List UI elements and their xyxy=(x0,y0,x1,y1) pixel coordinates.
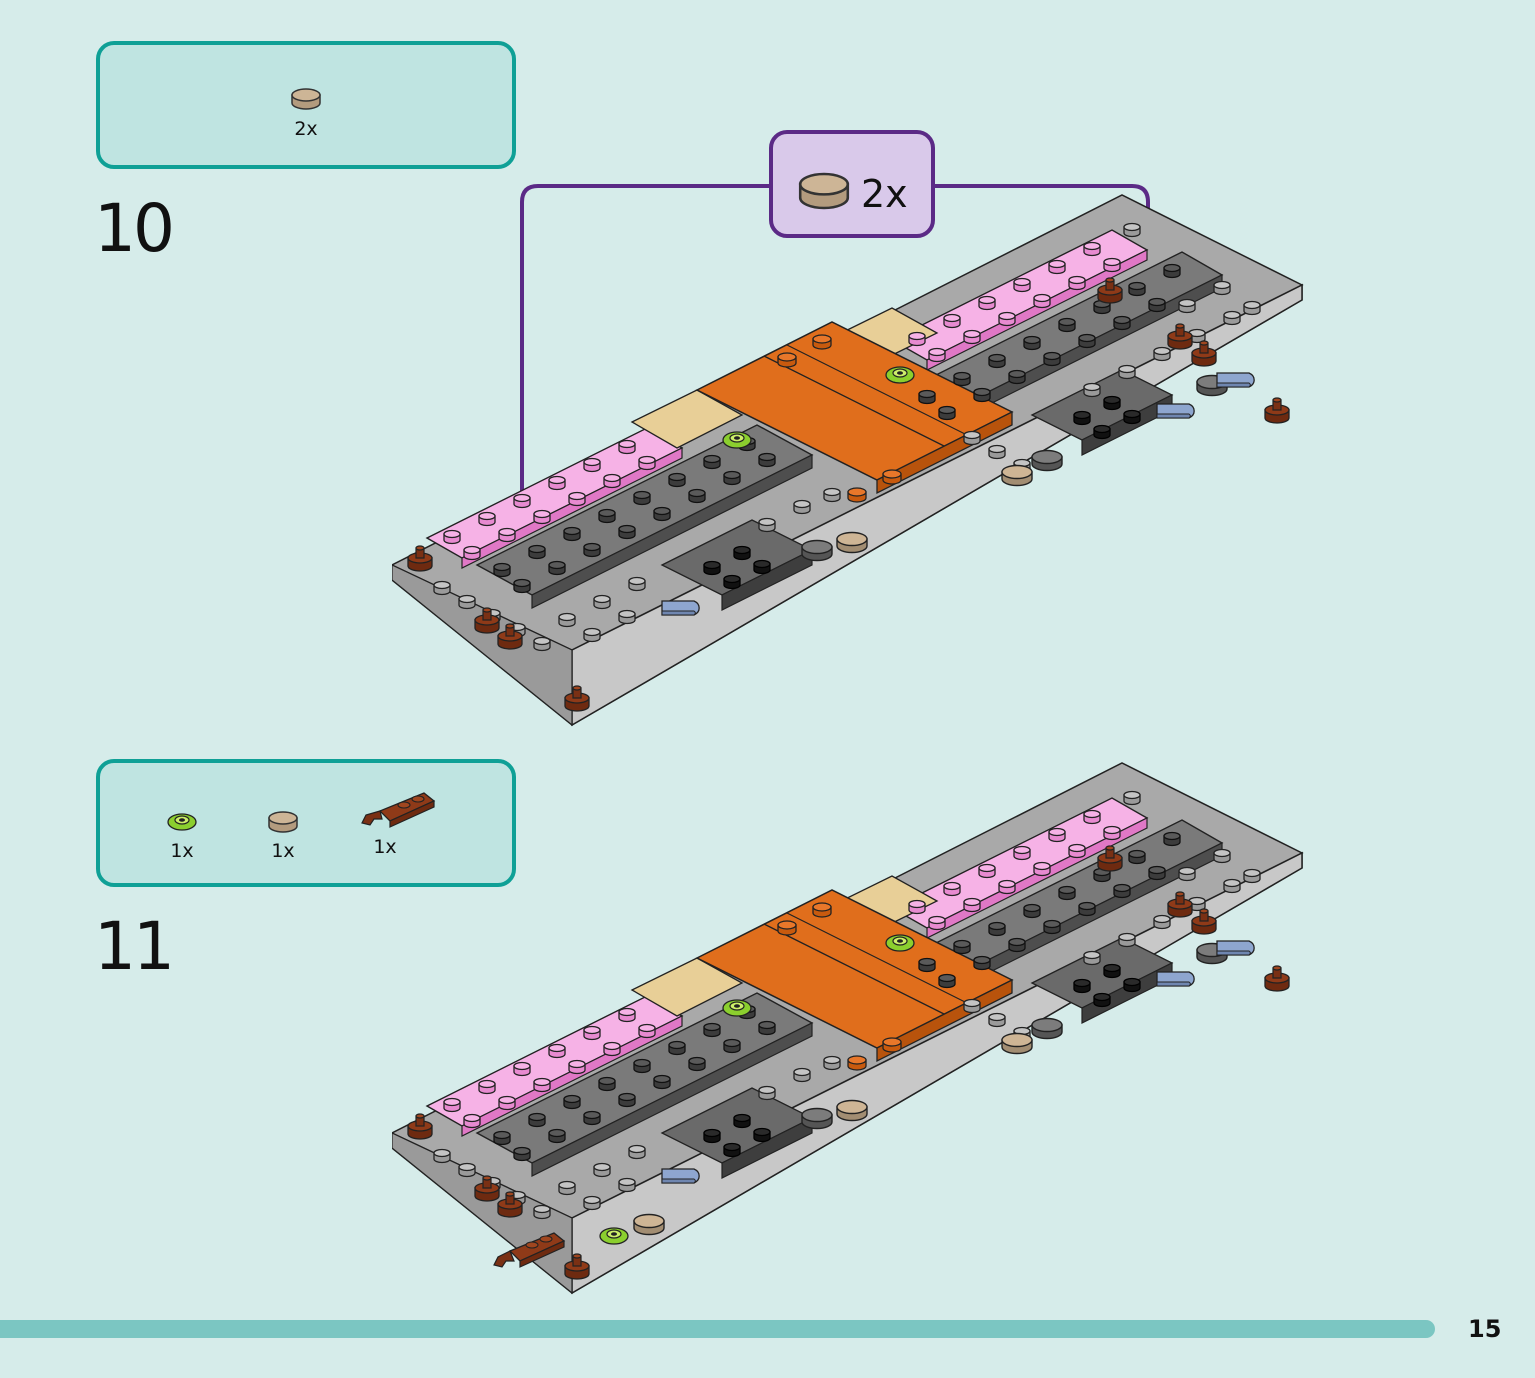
parts-box-step-10: 2x xyxy=(96,41,516,169)
page-number: 15 xyxy=(1468,1315,1502,1343)
lime-flower-plate-icon xyxy=(167,813,197,831)
part-item: 2x xyxy=(276,85,336,139)
part-item: 1x xyxy=(253,809,313,861)
part-qty: 2x xyxy=(294,118,318,140)
page-footer-bar xyxy=(0,1320,1435,1338)
brown-clip-plate-icon xyxy=(361,792,436,828)
tan-round-tile-icon xyxy=(268,811,298,833)
parts-box-step-11: 1x 1x 1x xyxy=(96,759,516,887)
callout-box: 2x xyxy=(769,130,935,238)
step-number: 10 xyxy=(94,190,175,267)
callout-qty: 2x xyxy=(861,172,908,216)
part-qty: 1x xyxy=(373,836,397,858)
part-qty: 1x xyxy=(271,840,295,862)
part-item: 1x xyxy=(152,809,212,861)
part-item: 1x xyxy=(352,789,442,857)
part-qty: 1x xyxy=(170,840,194,862)
step-number: 11 xyxy=(94,908,175,985)
model-step-11 xyxy=(392,588,1307,1298)
